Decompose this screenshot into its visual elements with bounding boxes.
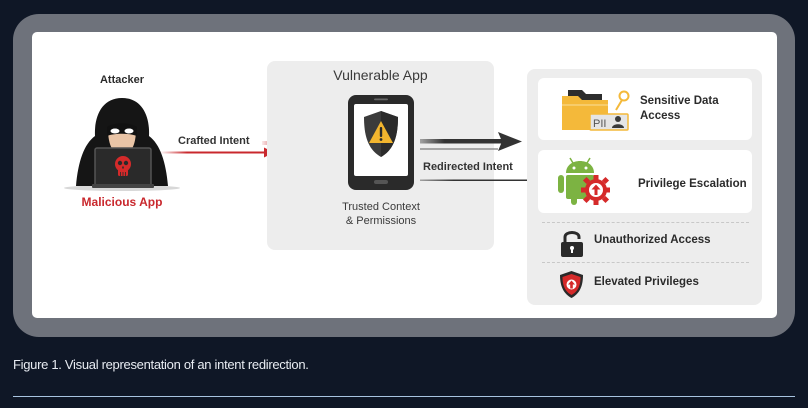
unauthorized-access-label: Unauthorized Access <box>594 234 711 246</box>
divider <box>542 222 749 223</box>
android-gear-up-icon <box>558 157 610 205</box>
crafted-intent-label: Crafted Intent <box>178 135 250 147</box>
sensitive-data-line1: Sensitive Data <box>640 95 719 107</box>
privilege-escalation-label: Privilege Escalation <box>638 178 747 190</box>
phone-warning-shield-icon <box>348 95 414 190</box>
elevated-privileges-label: Elevated Privileges <box>594 276 699 288</box>
divider <box>542 262 749 263</box>
unlocked-padlock-icon <box>561 231 583 257</box>
pii-text: PII <box>593 118 606 130</box>
figure-caption: Figure 1. Visual representation of an in… <box>13 357 309 372</box>
vulnerable-app-title: Vulnerable App <box>333 67 428 83</box>
sensitive-data-access-label: Sensitive Data Access <box>640 94 719 124</box>
attacker-label: Attacker <box>99 74 145 86</box>
trusted-context-label: Trusted Context & Permissions <box>320 200 442 228</box>
pii-folder-key-icon: PII <box>562 90 630 131</box>
redirected-intent-arrow <box>420 132 536 184</box>
horizontal-rule <box>13 396 795 397</box>
redirected-intent-label: Redirected Intent <box>423 161 513 173</box>
sensitive-data-line2: Access <box>640 110 681 122</box>
hooded-hacker-icon <box>64 98 180 191</box>
gear-icon <box>581 175 610 205</box>
trusted-context-line1: Trusted Context <box>342 201 420 213</box>
skull-icon <box>115 156 131 176</box>
shield-up-arrow-icon <box>560 271 583 298</box>
trusted-context-line2: & Permissions <box>345 215 417 227</box>
malicious-app-label: Malicious App <box>81 195 163 209</box>
